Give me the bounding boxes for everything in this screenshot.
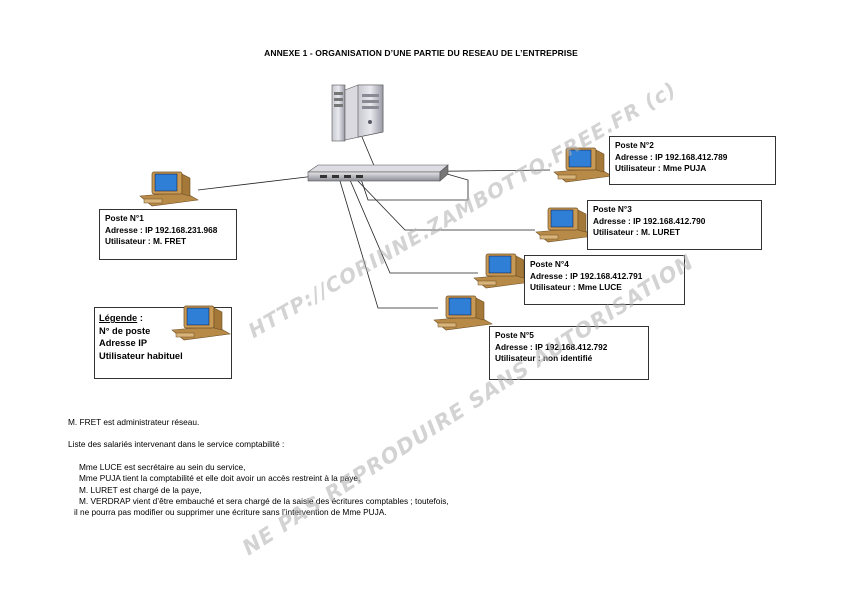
poste-2-address: Adresse : IP 192.168.412.789 (615, 151, 728, 162)
poste-5-user: Utilisateur : non identifié (495, 353, 593, 363)
cable-server (361, 136, 376, 169)
cable-poste-3 (355, 178, 535, 231)
computer-icon (433, 295, 493, 331)
poste-3-address: Adresse : IP 192.168.412.790 (593, 215, 706, 226)
legend-box: Légende : N° de poste Adresse IP Utilisa… (94, 307, 232, 379)
poste-2-box: Poste N°2 Adresse : IP 192.168.412.789 U… (609, 136, 776, 185)
poste-3-box: Poste N°3 Adresse : IP 192.168.412.790 U… (587, 200, 762, 250)
legend-line-2: Adresse IP (99, 338, 148, 348)
admin-note: M. FRET est administrateur réseau. (68, 417, 200, 427)
poste-4-box: Poste N°4 Adresse : IP 192.168.412.791 U… (524, 255, 685, 305)
legend-line-3: Utilisateur habituel (99, 350, 183, 361)
poste-3-name: Poste N°3 (593, 204, 632, 214)
staff-item: M. VERDRAP vient d’être embauché et sera… (79, 496, 449, 507)
poste-5-box: Poste N°5 Adresse : IP 192.168.412.792 U… (489, 326, 649, 380)
poste-1-name: Poste N°1 (105, 213, 144, 223)
network-cables (197, 136, 551, 309)
poste-2-name: Poste N°2 (615, 140, 654, 150)
poste-4-user: Utilisateur : Mme LUCE (530, 282, 622, 292)
poste-5-address: Adresse : IP 192.168.412.792 (495, 341, 608, 352)
legend-title-row: Légende : (99, 312, 227, 325)
poste-1-box: Poste N°1 Adresse : IP 192.168.231.968 U… (99, 209, 237, 260)
cable-poste-4 (349, 179, 478, 274)
poste-5-name: Poste N°5 (495, 330, 534, 340)
staff-item: Mme PUJA tient la comptabilité et elle d… (79, 473, 361, 484)
computer-icon (473, 253, 533, 289)
cable-poste-5 (339, 180, 438, 309)
staff-item: M. LURET est chargé de la paye, (79, 484, 202, 495)
server-tower-icon (331, 84, 384, 142)
legend-title-colon: : (137, 313, 143, 323)
poste-2-user: Utilisateur : Mme PUJA (615, 163, 707, 173)
computer-icon (139, 171, 199, 207)
poste-4-address: Adresse : IP 192.168.412.791 (530, 270, 643, 281)
poste-1-address: Adresse : IP 192.168.231.968 (105, 224, 218, 235)
staff-item: il ne pourra pas modifier ou supprimer u… (74, 507, 387, 518)
page-title: ANNEXE 1 - ORGANISATION D’UNE PARTIE DU … (264, 48, 578, 58)
network-switch-icon (307, 164, 449, 182)
computer-icon (553, 147, 613, 183)
poste-3-user: Utilisateur : M. LURET (593, 227, 681, 237)
notes-section: M. FRET est administrateur réseau. Liste… (68, 417, 449, 519)
poste-4-name: Poste N°4 (530, 259, 569, 269)
cable-bracket (359, 171, 469, 201)
staff-item: Mme LUCE est secrétaire au sein du servi… (79, 461, 246, 472)
legend-line-1: N° de poste (99, 325, 151, 336)
poste-1-user: Utilisateur : M. FRET (105, 236, 187, 246)
legend-title: Légende (99, 313, 138, 323)
cable-poste-1 (197, 175, 316, 191)
staff-list-intro: Liste des salariés intervenant dans le s… (68, 439, 285, 450)
computer-icon (171, 305, 231, 341)
